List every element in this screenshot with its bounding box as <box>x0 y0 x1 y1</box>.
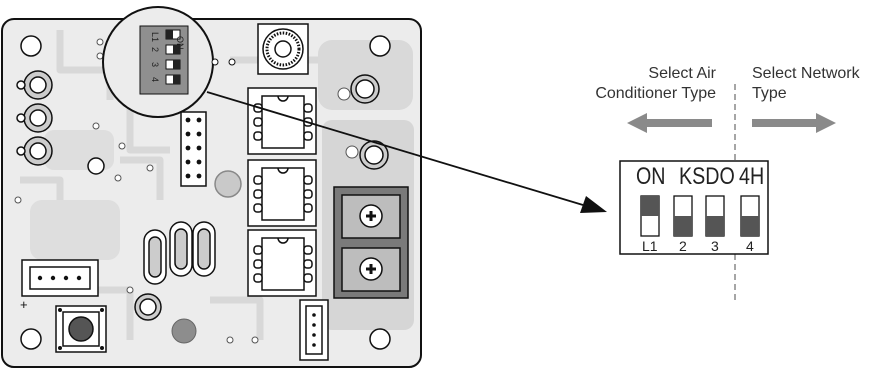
wire-connector: + <box>20 259 99 312</box>
switch-network-label: 4H <box>739 163 765 190</box>
side-connector <box>299 299 329 361</box>
mini-switch-label: 4 <box>150 77 160 82</box>
heading-line: Select Air <box>648 65 716 82</box>
switch-number-label: L1 <box>642 238 658 254</box>
toroid-inductor <box>257 23 309 75</box>
mini-switch-label: L1 <box>150 32 160 42</box>
switch-group-label: KSDO <box>679 163 735 190</box>
network-type-heading: Select Network Type <box>752 64 882 104</box>
left-direction-arrow <box>627 113 712 133</box>
mini-switch-label: 3 <box>150 62 160 67</box>
switch-number-label: 2 <box>679 238 687 254</box>
mini-switch-label: 2 <box>150 47 160 52</box>
heading-line: Type <box>752 85 787 102</box>
dip-switch-magnifier: ON L1 2 3 4 <box>102 6 214 118</box>
screw-terminal-icon <box>359 204 383 228</box>
mini-on-label: ON <box>175 36 185 50</box>
dip-switch-block <box>619 160 769 255</box>
switch-on-label: ON <box>636 163 666 190</box>
heading-line: Conditioner Type <box>595 85 716 102</box>
switch-number-label: 3 <box>711 238 719 254</box>
ic-chips <box>247 87 317 297</box>
switch-4 <box>740 195 760 237</box>
mounting-hole <box>369 35 391 57</box>
switch-number-label: 4 <box>746 238 754 254</box>
pcb-board: + <box>1 18 422 368</box>
switch-2 <box>673 195 693 237</box>
oval-components <box>143 221 216 285</box>
heading-line: Select Network <box>752 65 860 82</box>
switch-3 <box>705 195 725 237</box>
mounting-hole <box>20 35 42 57</box>
led-indicators <box>16 70 53 166</box>
mounting-hole <box>369 328 391 350</box>
tact-switch <box>55 305 107 353</box>
air-conditioner-type-heading: Select Air Conditioner Type <box>576 64 716 104</box>
right-direction-arrow <box>752 113 836 133</box>
pin-header <box>180 111 207 187</box>
pointer-arrow <box>206 91 607 213</box>
mounting-hole <box>20 328 42 350</box>
svg-text:+: + <box>20 297 28 312</box>
switch-l1 <box>640 195 660 237</box>
screw-terminal-icon <box>359 257 383 281</box>
screw-terminal-block <box>333 186 409 299</box>
